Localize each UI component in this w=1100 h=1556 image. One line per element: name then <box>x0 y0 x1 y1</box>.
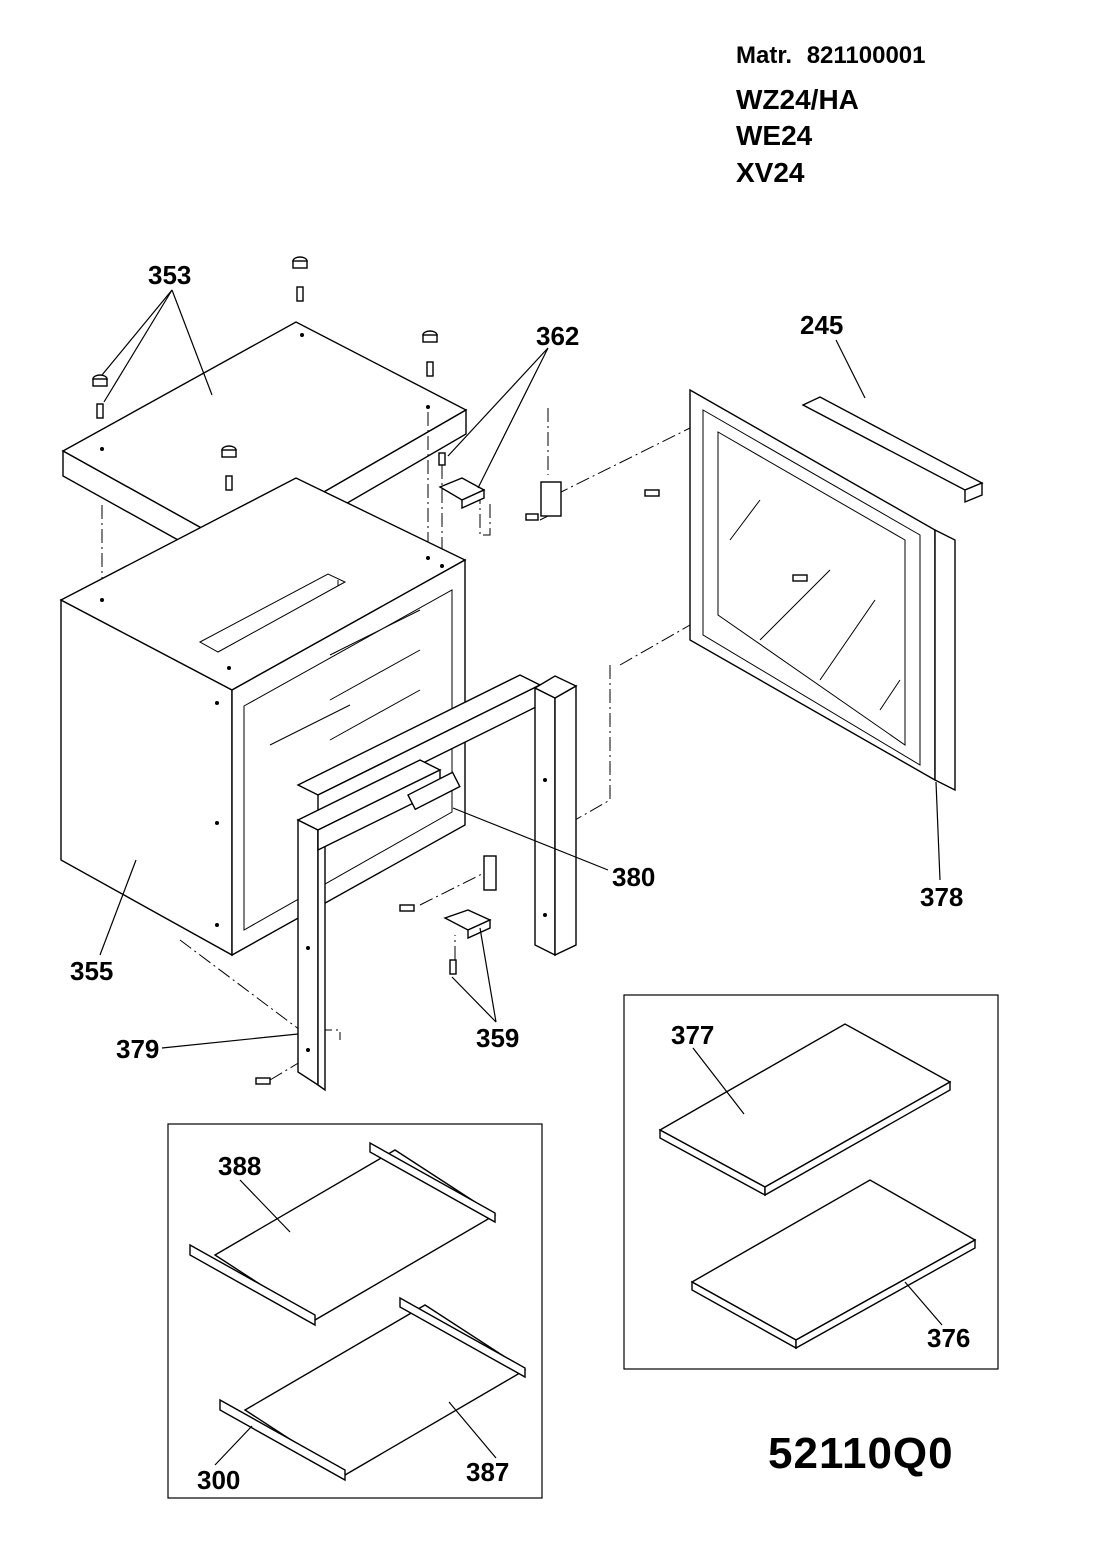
door-handle <box>801 396 984 504</box>
label-377: 377 <box>671 1020 715 1050</box>
hinge-parts <box>255 452 660 1085</box>
label-353: 353 <box>148 260 192 290</box>
model-name-1: WZ24/HA <box>736 84 859 115</box>
front-frame <box>296 674 578 1092</box>
label-387: 387 <box>466 1457 510 1487</box>
label-362: 362 <box>536 321 580 351</box>
shelf-376 <box>690 1179 977 1350</box>
label-245: 245 <box>800 310 844 340</box>
label-376: 376 <box>927 1323 971 1353</box>
material-label: Matr. 821100001 <box>736 42 926 70</box>
shelf-388 <box>189 1141 497 1327</box>
label-378: 378 <box>920 882 964 912</box>
shelf-387 <box>219 1296 527 1482</box>
label-359: 359 <box>476 1023 520 1053</box>
model-name-2: WE24 <box>736 120 813 151</box>
label-355: 355 <box>70 956 114 986</box>
drawing-code: 52110Q0 <box>768 1429 954 1478</box>
cabinet-body <box>59 477 467 957</box>
glass-door <box>689 388 956 792</box>
assembly-guide-lines <box>101 408 691 1081</box>
matr-label: Matr. <box>736 42 793 69</box>
model-name-3: XV24 <box>736 157 805 188</box>
shelf-detail-box-right <box>623 994 999 1370</box>
matr-number: 821100001 <box>806 42 926 69</box>
leader-lines <box>99 289 943 1466</box>
shelf-377 <box>658 1023 952 1197</box>
shelf-detail-box-left <box>167 1123 543 1499</box>
label-388: 388 <box>218 1151 262 1181</box>
label-300: 300 <box>197 1465 241 1495</box>
label-379: 379 <box>116 1034 160 1064</box>
label-380: 380 <box>612 862 656 892</box>
top-caps-and-screws <box>92 256 438 491</box>
